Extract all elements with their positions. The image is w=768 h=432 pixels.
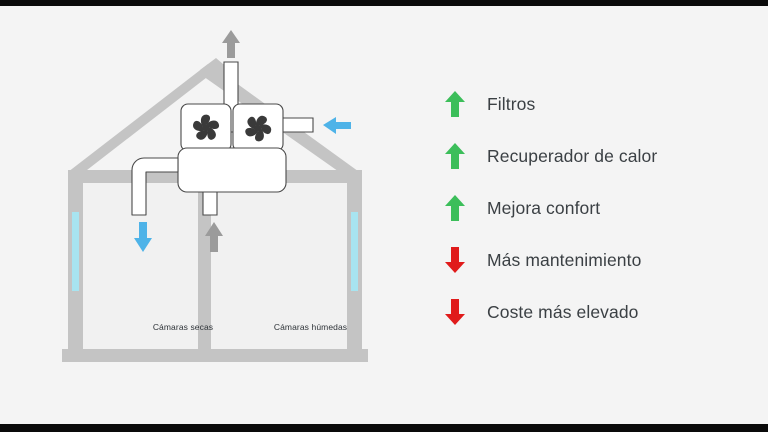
legend-label: Recuperador de calor xyxy=(487,145,658,166)
arrow-extract-up-icon xyxy=(205,222,223,252)
legend-item-coste-mas-elevado[interactable]: Coste más elevado xyxy=(440,286,740,338)
window-strips xyxy=(72,212,358,291)
legend-item-mas-mantenimiento[interactable]: Más mantenimiento xyxy=(440,234,740,286)
letterbox-bottom-bar xyxy=(0,424,768,432)
legend-item-recuperador-de-calor[interactable]: Recuperador de calor xyxy=(440,130,740,182)
arrow-intake-left-icon xyxy=(323,117,351,134)
arrow-up-icon xyxy=(440,195,470,221)
legend-label: Coste más elevado xyxy=(487,301,639,322)
arrow-supply-down-icon xyxy=(134,222,152,252)
legend-item-filtros[interactable]: Filtros xyxy=(440,78,740,130)
legend-item-mejora-confort[interactable]: Mejora confort xyxy=(440,182,740,234)
hrv-fan-box-right xyxy=(232,103,284,152)
letterbox-top-bar xyxy=(0,0,768,6)
supply-duct-left-elbow xyxy=(131,157,179,216)
arrow-up-icon xyxy=(440,91,470,117)
ventilation-diagram: Cámaras secas Cámaras húmedas xyxy=(48,22,400,382)
fan-blades-left xyxy=(193,114,220,140)
legend-label: Más mantenimiento xyxy=(487,249,642,270)
room-label-wet: Cámaras húmedas xyxy=(273,322,348,332)
hrv-body xyxy=(177,147,287,216)
hrv-fan-box-left xyxy=(180,103,232,152)
arrow-down-icon xyxy=(440,247,470,273)
arrow-up-icon xyxy=(440,143,470,169)
fan-blades-right xyxy=(245,115,272,142)
arrow-down-icon xyxy=(440,299,470,325)
legend-list: Filtros Recuperador de calor Mejora conf… xyxy=(440,78,740,338)
room-label-dry: Cámaras secas xyxy=(152,322,214,332)
legend-label: Mejora confort xyxy=(487,197,601,218)
legend-label: Filtros xyxy=(487,93,536,114)
arrow-exhaust-up-icon xyxy=(222,30,240,58)
